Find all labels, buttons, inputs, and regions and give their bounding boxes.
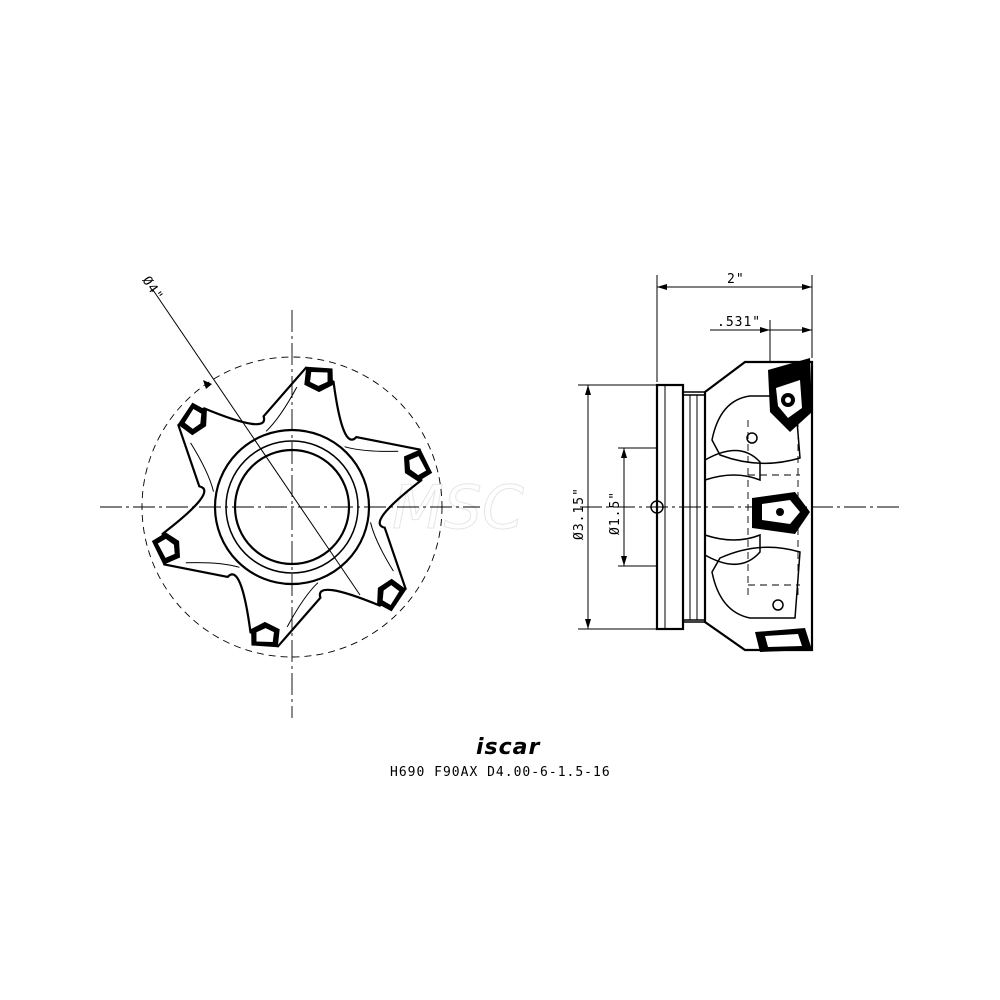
flute-line bbox=[370, 522, 394, 572]
leader-arrow bbox=[203, 380, 212, 389]
bore bbox=[233, 448, 351, 566]
front-view: Ø4" bbox=[100, 274, 480, 718]
arrow-length-left bbox=[657, 284, 667, 290]
front-insert bbox=[304, 366, 333, 393]
front-insert bbox=[403, 449, 433, 482]
body-diameter-label: Ø3.15" bbox=[572, 487, 587, 540]
flute-line bbox=[265, 386, 298, 432]
side-view: 2" .531" Ø3.15" Ø1.5" bbox=[572, 272, 900, 652]
cutting-diameter-circle bbox=[141, 356, 443, 658]
insert-face bbox=[409, 456, 427, 476]
arrow-offset-left bbox=[760, 327, 770, 333]
cutter-body-outline bbox=[161, 366, 423, 648]
watermark: MSC bbox=[392, 473, 524, 543]
coolant-hole-upper bbox=[746, 432, 758, 444]
upper-pocket bbox=[711, 395, 801, 465]
side-insert-bottom bbox=[755, 628, 812, 652]
front-diameter-label: Ø4" bbox=[139, 274, 166, 304]
insert-face bbox=[256, 628, 274, 643]
hub-outer bbox=[213, 428, 371, 586]
side-insert-top bbox=[768, 358, 812, 432]
insert-face bbox=[382, 585, 400, 606]
arrow-body-top bbox=[585, 385, 591, 395]
cutter-body bbox=[151, 366, 433, 648]
flute-line bbox=[344, 446, 399, 452]
arrow-bore-bottom bbox=[621, 556, 627, 566]
front-insert bbox=[151, 532, 181, 565]
arrow-bore-top bbox=[621, 448, 627, 458]
offset-dimension-label: .531" bbox=[717, 315, 761, 330]
insert-face bbox=[310, 371, 328, 386]
arrow-offset-right bbox=[802, 327, 812, 333]
flute-line bbox=[190, 442, 214, 492]
title-block: iscar H690 F90AX D4.00-6-1.5-16 bbox=[390, 735, 611, 780]
arrow-length-right bbox=[802, 284, 812, 290]
coolant-hole-lower bbox=[772, 599, 784, 611]
arrow-body-bottom bbox=[585, 619, 591, 629]
diameter-leader-line bbox=[152, 289, 361, 596]
side-neck bbox=[682, 394, 706, 621]
upper-gullet bbox=[704, 449, 761, 482]
flute-line bbox=[185, 562, 240, 568]
front-insert bbox=[377, 578, 407, 612]
brand-logo: iscar bbox=[476, 735, 541, 760]
bore-diameter-label: Ø1.5" bbox=[608, 491, 623, 535]
lower-pocket bbox=[711, 546, 801, 619]
insert-face bbox=[184, 408, 202, 429]
part-number: H690 F90AX D4.00-6-1.5-16 bbox=[390, 765, 611, 780]
front-insert bbox=[251, 621, 280, 648]
front-insert bbox=[177, 402, 207, 436]
side-insert-middle bbox=[752, 492, 810, 534]
length-dimension-label: 2" bbox=[727, 272, 745, 287]
lower-gullet bbox=[704, 533, 761, 566]
insert-face bbox=[157, 538, 175, 558]
hub-ring bbox=[225, 440, 359, 574]
flute-line bbox=[286, 582, 319, 628]
